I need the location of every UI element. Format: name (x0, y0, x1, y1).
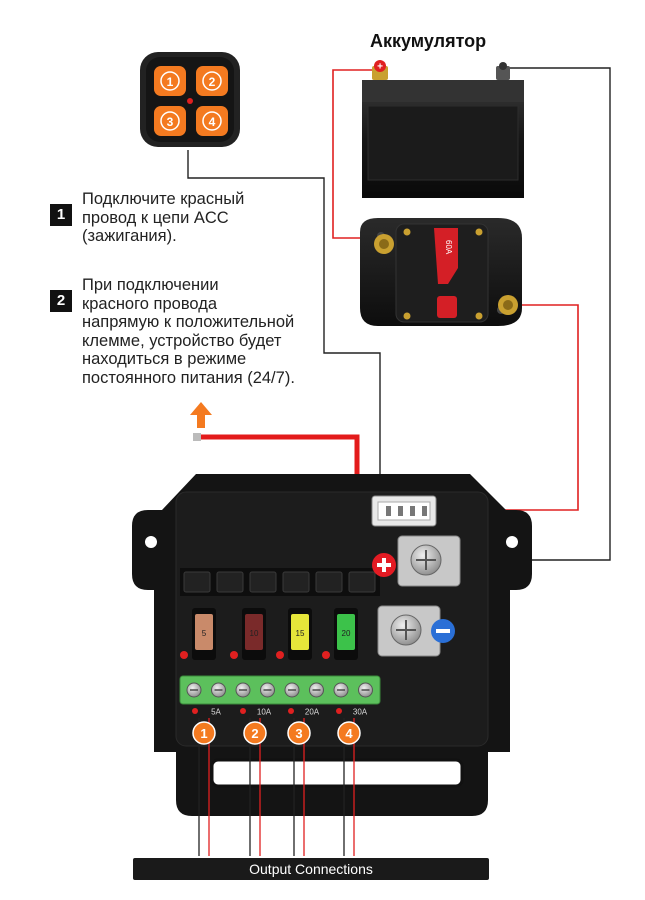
channel-label-dot (336, 708, 342, 714)
breaker-rating-label: 60A (444, 240, 453, 255)
output-connections-bar: Output Connections (133, 858, 489, 880)
step-2-line: клемме, устройство будет (82, 331, 282, 350)
battery: + (362, 60, 524, 198)
keypad-button-1 (154, 66, 186, 96)
svg-text:+: + (377, 62, 383, 73)
keypad-power-icon (187, 98, 193, 104)
output-number: 3 (295, 726, 302, 741)
fuse-number: 5 (202, 629, 207, 638)
keypad-button-number: 1 (167, 75, 174, 89)
positive-terminal (397, 535, 461, 587)
output-number: 2 (251, 726, 258, 741)
keypad-button-number: 3 (167, 115, 174, 129)
channel-label-dot (288, 708, 294, 714)
keypad-wire (187, 150, 381, 508)
fuse-led (276, 651, 284, 659)
step-2-line: красного провода (82, 294, 218, 313)
fuse-led (322, 651, 330, 659)
relay-slot (315, 571, 343, 593)
keypad-button-3 (154, 106, 186, 136)
fuse-led (230, 651, 238, 659)
fuse-number: 10 (250, 629, 259, 638)
step-1-badge: 1 (50, 204, 72, 226)
battery-positive-icon (374, 60, 386, 72)
output-number: 4 (345, 726, 353, 741)
fuse-number: 15 (296, 629, 305, 638)
channel-label-bg (286, 706, 330, 716)
fuse-number: 20 (342, 629, 351, 638)
step-2-line: постоянного питания (24/7). (82, 368, 295, 387)
fuse-led (180, 651, 188, 659)
negative-terminal (377, 605, 441, 657)
relay-slot (348, 571, 376, 593)
step-2-badge: 2 (50, 290, 72, 312)
acc-arrow-icon (190, 402, 212, 428)
channel-label: 20A (305, 708, 320, 717)
breaker-lever (434, 228, 458, 284)
keypad-button-4 (196, 106, 228, 136)
output-marker-3 (287, 721, 311, 745)
step-2-text: При подключении красного провода напряму… (82, 276, 295, 387)
battery-negative-terminal (496, 66, 510, 80)
keypad-button-ring (202, 111, 222, 131)
acc-wire-tip (193, 433, 201, 441)
step-1-line: (зажигания). (82, 227, 177, 245)
keypad-button-number: 4 (209, 115, 216, 129)
relay-slot (249, 571, 277, 593)
channel-label-bg (238, 706, 282, 716)
circuit-breaker (360, 218, 522, 326)
step-2-line: При подключении (82, 276, 219, 294)
channel-label-bg (334, 706, 378, 716)
step-1-line: провод к цепи ACC (82, 208, 229, 227)
relay-slot (183, 571, 211, 593)
relay-slot (216, 571, 244, 593)
fuse-5 (195, 614, 213, 650)
keypad: 1 2 3 4 (140, 52, 240, 147)
keypad-button-2 (196, 66, 228, 96)
keypad-button-ring (160, 71, 180, 91)
keypad-button-ring (160, 111, 180, 131)
fuse-10 (245, 614, 263, 650)
channel-label: 10A (257, 708, 272, 717)
relay-slot (282, 571, 310, 593)
channel-label-bg (190, 706, 234, 716)
channel-label-dot (240, 708, 246, 714)
channel-label: 5A (211, 708, 221, 717)
output-marker-4 (337, 721, 361, 745)
fuse-15 (291, 614, 309, 650)
step-1-line: Подключите красный (82, 190, 245, 208)
step-2-line: напрямую к положительной (82, 313, 295, 331)
channel-label: 30A (353, 708, 368, 717)
output-marker-2 (243, 721, 267, 745)
step-2-line: находиться в режиме (82, 350, 247, 368)
battery-positive-wire (332, 69, 380, 239)
fuse-20 (337, 614, 355, 650)
output-marker-1 (192, 721, 216, 745)
output-number: 1 (200, 726, 207, 741)
keypad-button-ring (202, 71, 222, 91)
step-1-text: Подключите красный провод к цепи ACC (за… (82, 190, 244, 246)
terminal-block (179, 675, 381, 705)
channel-label-dot (192, 708, 198, 714)
keypad-button-number: 2 (209, 75, 216, 89)
battery-negative-wire (466, 67, 611, 561)
battery-label: Аккумулятор (370, 31, 487, 51)
controller-connector (371, 495, 437, 527)
